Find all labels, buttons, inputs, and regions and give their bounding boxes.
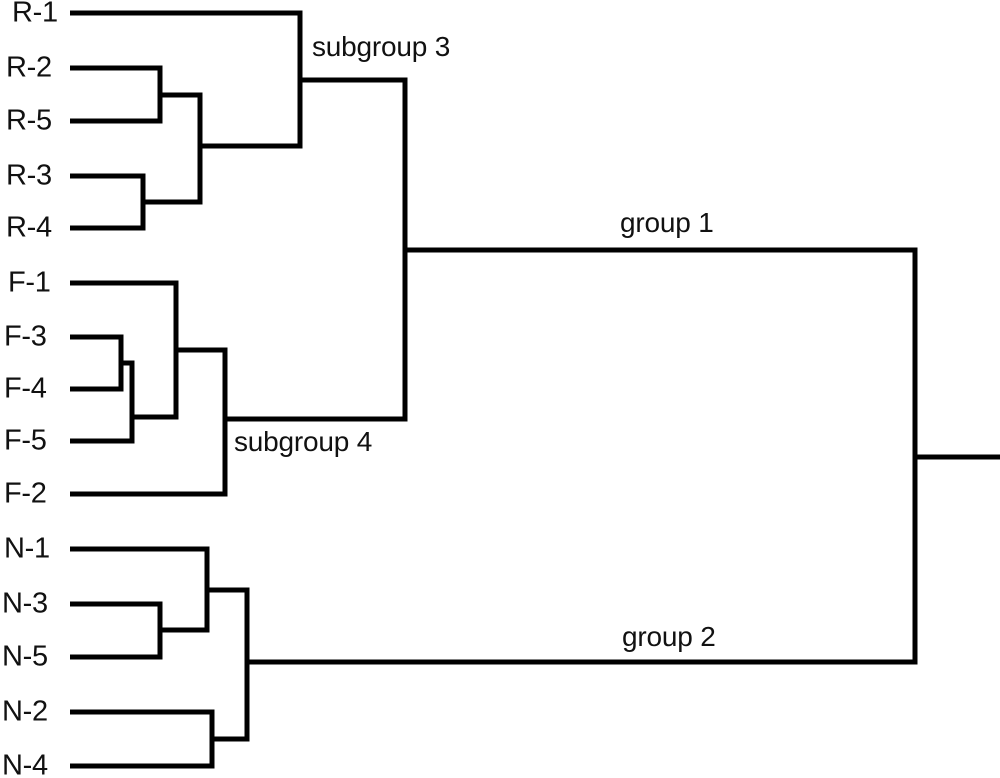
leaf-label-n-5: N-5 bbox=[2, 640, 48, 673]
leaf-label-r-5: R-5 bbox=[6, 104, 52, 137]
leaf-label-n-2: N-2 bbox=[2, 695, 48, 728]
leaf-label-f-4: F-4 bbox=[4, 372, 47, 405]
leaf-label-f-1: F-1 bbox=[8, 266, 51, 299]
leaf-line-group bbox=[70, 10, 303, 769]
leaf-label-r-1: R-1 bbox=[12, 0, 58, 29]
leaf-label-n-1: N-1 bbox=[4, 532, 50, 565]
cluster-label-group-2: group 2 bbox=[622, 621, 716, 652]
merge-line-group bbox=[118, 10, 1000, 769]
cluster-label-subgroup-3: subgroup 3 bbox=[312, 31, 451, 62]
leaf-label-r-2: R-2 bbox=[6, 51, 52, 84]
leaf-label-r-4: R-4 bbox=[6, 211, 52, 244]
cluster-label-subgroup-4: subgroup 4 bbox=[234, 426, 373, 457]
leaf-label-r-3: R-3 bbox=[6, 159, 52, 192]
leaf-label-n-3: N-3 bbox=[2, 587, 48, 620]
leaf-label-f-2: F-2 bbox=[4, 477, 47, 510]
leaf-label-n-4: N-4 bbox=[2, 749, 48, 778]
leaf-label-f-3: F-3 bbox=[4, 320, 47, 353]
cluster-label-group-1: group 1 bbox=[620, 207, 714, 238]
leaf-label-f-5: F-5 bbox=[4, 424, 47, 457]
